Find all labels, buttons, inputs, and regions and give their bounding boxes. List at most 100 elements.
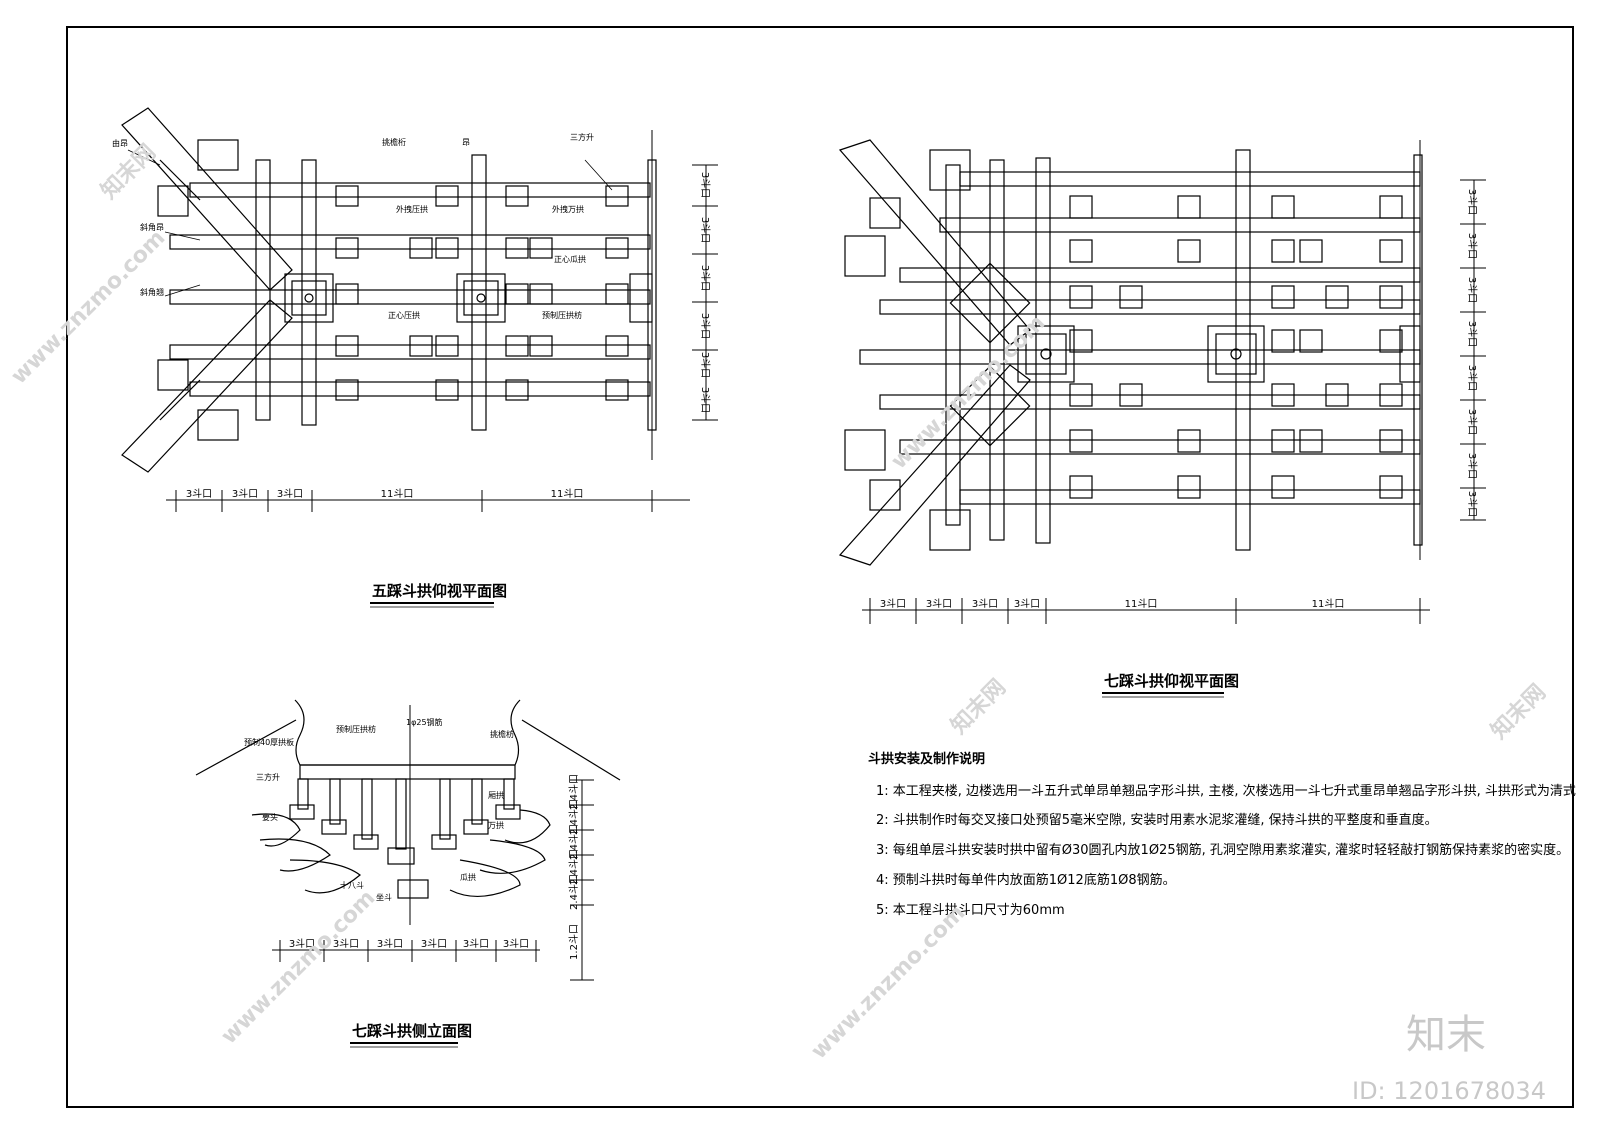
dim-label: 3斗口 (277, 488, 303, 500)
label-zhengxin-yagong: 正心压拱 (388, 310, 420, 320)
label-tiaoyanfang: 挑檐桁 (382, 137, 406, 147)
dim-label: 3斗口 (699, 217, 711, 243)
qichai-diagonal-ang (838, 139, 1031, 566)
dim-label: 11斗口 (1125, 598, 1158, 610)
note-item: 5: 本工程斗拱斗口尺寸为60mm (876, 903, 1065, 918)
qichai-horizontal-members (859, 171, 1421, 505)
label-waizhuai-yagong: 外拽压拱 (396, 204, 428, 214)
wuchai-zuodou (284, 273, 653, 323)
title-qichai-side: 七踩斗拱侧立面图 (352, 1022, 472, 1040)
qichai-plan-drawing (838, 139, 1423, 566)
dim-label: 2.4斗口 (568, 849, 580, 885)
wuchai-horizontal-members (169, 182, 651, 397)
dim-label: 3斗口 (1466, 365, 1478, 391)
label-guagong: 瓜拱 (460, 872, 476, 882)
side-bottom-dim-labels: 3斗口 3斗口 3斗口 3斗口 3斗口 3斗口 (289, 938, 529, 950)
qichai-right-dimension (1460, 179, 1486, 521)
dim-label: 2.4斗口 (568, 824, 580, 860)
qichai-side-drawing (195, 699, 621, 925)
notes-heading: 斗拱安装及制作说明 (868, 751, 985, 767)
dim-label: 3斗口 (1466, 189, 1478, 215)
watermark-brand: 知末网 (1486, 679, 1551, 744)
label-tiaoyanfang2: 挑檐枋 (490, 729, 514, 739)
dim-label: 1.2斗口 (568, 924, 580, 960)
dim-label: 3斗口 (699, 265, 711, 291)
side-bottom-dimension (272, 940, 540, 962)
wuchai-vertical-members (255, 154, 657, 431)
watermarks: www.znzmo.com www.znzmo.com www.znzmo.co… (7, 139, 1551, 1105)
wuchai-bottom-dimension (166, 490, 690, 512)
label-yaotou: 要头 (262, 812, 278, 822)
dim-label: 3斗口 (377, 938, 403, 950)
side-labels: 预制压拱枋 1φ25钢筋 挑檐枋 预制40厚拱板 三方升 要头 十八斗 坐斗 厢… (244, 717, 514, 902)
dim-label: 3斗口 (289, 938, 315, 950)
dim-label: 3斗口 (1466, 491, 1478, 517)
dim-label: 3斗口 (1466, 409, 1478, 435)
wuchai-diagonal-ang (121, 107, 293, 473)
note-item: 3: 每组单层斗拱安装时拱中留有Ø30圆孔内放1Ø25钢筋, 孔洞空隙用素浆灌实… (876, 842, 1569, 858)
label-rebar: 1φ25钢筋 (406, 717, 443, 727)
dim-label: 11斗口 (1312, 598, 1345, 610)
wuchai-dou-blocks (335, 185, 629, 401)
dim-label: 3斗口 (699, 313, 711, 339)
title-qichai-plan: 七踩斗拱仰视平面图 (1104, 672, 1239, 690)
label-zhengxin-gua: 正心瓜拱 (554, 254, 586, 264)
dim-label: 3斗口 (880, 598, 906, 610)
qichai-right-dim-labels: 3斗口 3斗口 3斗口 3斗口 3斗口 3斗口 3斗口 3斗口 (1466, 189, 1478, 517)
note-item: 2: 斗拱制作时每交叉接口处预留5毫米空隙, 安装时用素水泥浆灌缝, 保持斗拱的… (876, 812, 1438, 828)
watermark-brand: 知末网 (96, 139, 161, 204)
qichai-dou-blocks (1069, 195, 1403, 499)
dim-label: 11斗口 (551, 488, 584, 500)
installation-notes: 斗拱安装及制作说明 1: 本工程夹楼, 边楼选用一斗五升式单昂单翘品字形斗拱, … (868, 751, 1576, 918)
note-item: 4: 预制斗拱时每单件内放面筋1Ø12底筋1Ø8钢筋。 (876, 872, 1176, 888)
label-xiejiao-qiao: 斜角翘 (140, 287, 164, 297)
wuchai-right-dim-labels: 3斗口 3斗口 3斗口 3斗口 3斗口 3斗口 (699, 172, 711, 413)
dim-label: 3斗口 (926, 598, 952, 610)
dim-label: 3斗口 (699, 352, 711, 378)
label-shiba-dou: 十八斗 (340, 880, 364, 890)
dim-label: 3斗口 (699, 172, 711, 198)
qichai-bottom-dim-labels: 3斗口 3斗口 3斗口 3斗口 11斗口 11斗口 (880, 598, 1345, 610)
dim-label: 2.4斗口 (568, 874, 580, 910)
sheet-border (66, 26, 1574, 1108)
watermark-site: www.znzmo.com (7, 225, 171, 389)
label-waizhuai-wangong: 外拽万拱 (552, 204, 584, 214)
dim-label: 3斗口 (463, 938, 489, 950)
qichai-left-ends (844, 149, 971, 551)
dim-label: 3斗口 (972, 598, 998, 610)
dim-label: 3斗口 (699, 387, 711, 413)
watermark-site: www.znzmo.com (887, 310, 1051, 474)
label-xiejiao-ang: 斜角昂 (140, 222, 164, 232)
title-wuchai-plan: 五踩斗拱仰视平面图 (372, 582, 507, 600)
qichai-bottom-dimension (862, 598, 1430, 624)
side-right-dimension (570, 779, 594, 981)
watermark-brand: 知末网 (946, 674, 1011, 739)
wuchai-plan-drawing (121, 107, 657, 473)
label-sanfangsheng: 三方升 (570, 132, 594, 142)
label-yuzhi-yagong: 预制压拱枋 (336, 724, 376, 734)
label-sanfang: 三方升 (256, 772, 280, 782)
wuchai-bottom-dim-labels: 3斗口 3斗口 3斗口 11斗口 11斗口 (186, 488, 584, 500)
side-dou (289, 804, 521, 899)
label-ang: 昂 (462, 138, 470, 147)
drawing-titles: 五踩斗拱仰视平面图 七踩斗拱仰视平面图 七踩斗拱侧立面图 (350, 582, 1239, 1048)
watermark-id: ID: 1201678034 (1352, 1077, 1546, 1105)
label-yuzhi-yagongfang: 预制压拱枋 (542, 310, 582, 320)
qichai-zuodou (1017, 325, 1421, 383)
side-right-dim-labels: 2.4斗口 2.4斗口 2.4斗口 2.4斗口 2.4斗口 1.2斗口 (568, 774, 580, 960)
dim-label: 3斗口 (333, 938, 359, 950)
dim-label: 11斗口 (381, 488, 414, 500)
dim-label: 3斗口 (232, 488, 258, 500)
dim-label: 3斗口 (503, 938, 529, 950)
label-zuodou: 坐斗 (376, 893, 392, 902)
side-posts (297, 778, 515, 850)
dim-label: 3斗口 (421, 938, 447, 950)
dim-label: 3斗口 (1466, 453, 1478, 479)
label-youang: 由昂 (112, 138, 128, 148)
label-wangong: 万拱 (488, 820, 504, 830)
dim-label: 3斗口 (1466, 321, 1478, 347)
wuchai-left-ends (157, 139, 239, 441)
label-yuzhi-40: 预制40厚拱板 (244, 737, 294, 747)
dim-label: 3斗口 (1014, 598, 1040, 610)
